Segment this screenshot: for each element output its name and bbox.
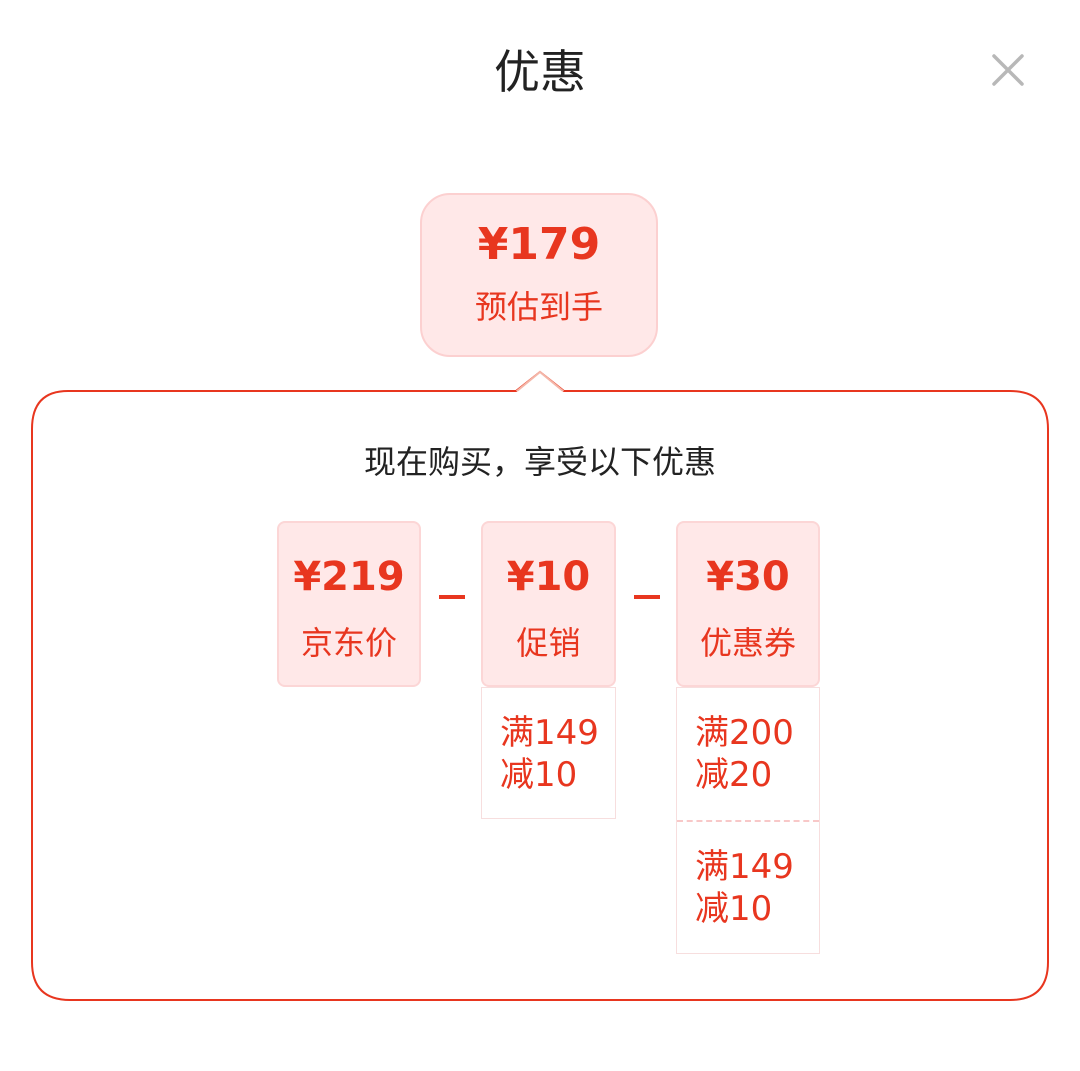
- coupon-rule-2-line1: 满149: [695, 847, 794, 887]
- close-button[interactable]: [984, 46, 1032, 94]
- promotion-tile: ¥10 促销: [481, 521, 616, 687]
- coupon-amount: ¥30: [706, 554, 790, 600]
- jd-price-label: 京东价: [300, 624, 397, 662]
- coupon-label: 优惠券: [699, 624, 796, 662]
- close-icon: [992, 54, 1024, 86]
- coupon-rule-2-line2: 减10: [695, 889, 773, 929]
- rule-divider: [677, 820, 819, 822]
- promotion-rule-line1: 满149: [500, 713, 599, 753]
- estimated-price-label: 预估到手: [474, 288, 603, 326]
- coupon-rule-1-line2: 减20: [695, 755, 773, 795]
- jd-price-amount: ¥219: [293, 554, 405, 600]
- coupon-rule-1-line1: 满200: [695, 713, 794, 753]
- minus-sign: [439, 595, 465, 599]
- promotion-label: 促销: [516, 624, 581, 662]
- estimated-price-box: ¥179 预估到手: [420, 193, 658, 357]
- coupon-tile: ¥30 优惠券: [676, 521, 820, 687]
- estimated-price: ¥179: [477, 219, 601, 270]
- coupon-rules: 满200 减20 满149 减10: [676, 687, 820, 954]
- promotion-amount: ¥10: [506, 554, 591, 600]
- minus-sign: [634, 595, 660, 599]
- jd-price-tile: ¥219 京东价: [277, 521, 421, 687]
- panel-subtitle: 现在购买，享受以下优惠: [363, 443, 716, 481]
- sheet-title: 优惠: [494, 45, 586, 99]
- promotion-rules: 满149 减10: [481, 687, 616, 819]
- promotion-rule-line2: 减10: [500, 755, 578, 795]
